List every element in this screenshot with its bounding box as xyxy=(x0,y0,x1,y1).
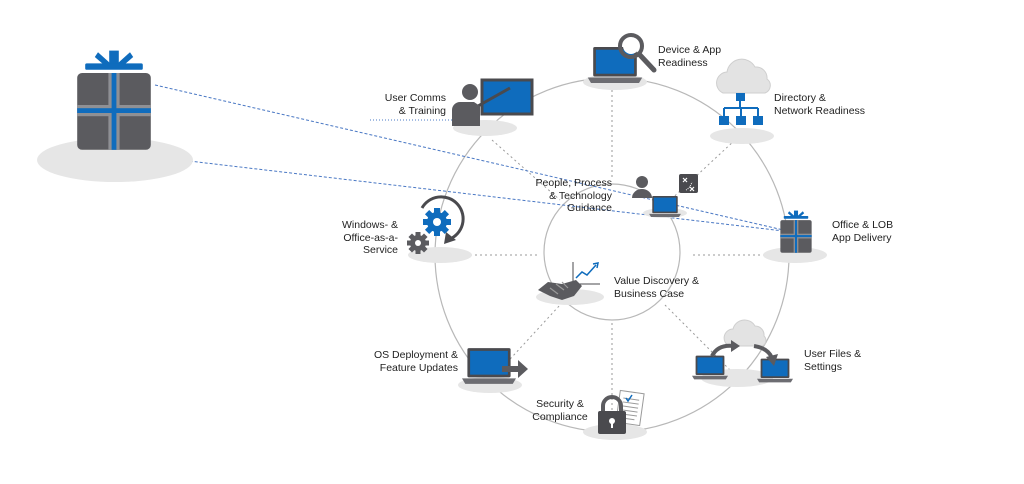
device-app-readiness-label: Device & App Readiness xyxy=(658,44,722,69)
gears-refresh-icon xyxy=(407,195,465,254)
laptop-magnifier-icon xyxy=(587,33,657,83)
cloud-network-icon xyxy=(716,58,771,125)
laptops-cloud-sync-icon xyxy=(692,319,793,383)
user-comms-training-label: User Comms & Training xyxy=(384,92,446,117)
inner-ring xyxy=(543,183,681,321)
user-files-settings-label: User Files & Settings xyxy=(804,348,862,373)
os-deployment-label: OS Deployment & Feature Updates xyxy=(373,349,458,374)
people-process-technology-label: People, Process & Technology Guidance xyxy=(535,177,612,214)
windows-office-service-label: Windows- & Office-as-a- Service xyxy=(341,219,398,256)
office-lob-app-delivery-label: Office & LOB App Delivery xyxy=(832,219,894,244)
gift-link-lines xyxy=(154,84,793,233)
value-discovery-label: Value Discovery & Business Case xyxy=(614,275,700,300)
padlock-document-icon xyxy=(598,389,645,434)
person-laptop-flow-icon xyxy=(632,174,698,217)
security-compliance-label: Security & Compliance xyxy=(532,398,588,423)
presenter-screen-icon xyxy=(452,78,534,126)
gift-box-small-icon xyxy=(780,210,812,253)
icon-shadows xyxy=(37,74,827,440)
handshake-chart-icon xyxy=(538,262,600,300)
laptop-arrow-icon xyxy=(462,348,528,384)
gift-box-large-icon xyxy=(77,50,151,150)
directory-network-readiness-label: Directory & Network Readiness xyxy=(774,92,866,117)
